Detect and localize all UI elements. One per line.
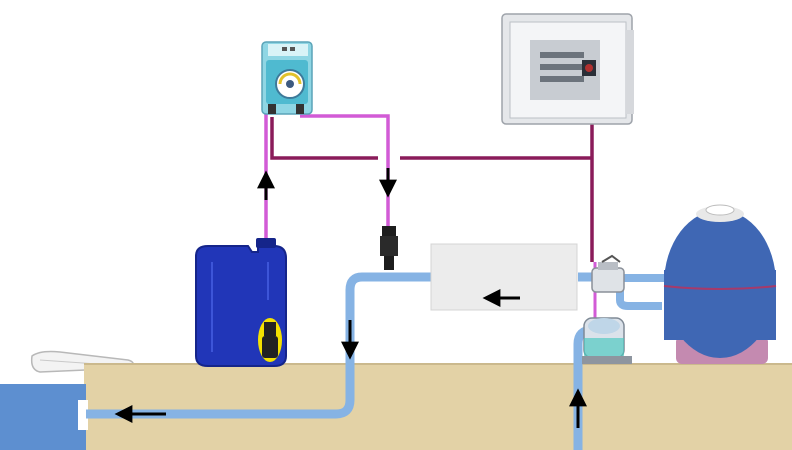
pool-water	[0, 384, 86, 450]
circulation-pump	[582, 317, 632, 364]
flow-arrows	[114, 168, 587, 428]
control-panel	[501, 13, 634, 125]
pool-inlet-nozzle	[78, 400, 88, 430]
sand-filter	[663, 204, 777, 364]
ground	[84, 364, 792, 450]
foot-valve	[258, 318, 282, 362]
control-cable	[270, 117, 594, 262]
dosing-pump	[261, 41, 313, 115]
injection-valve	[380, 226, 398, 270]
multiport-valve	[591, 254, 625, 293]
filter-pipes	[616, 274, 664, 310]
heat-exchanger	[430, 243, 578, 311]
